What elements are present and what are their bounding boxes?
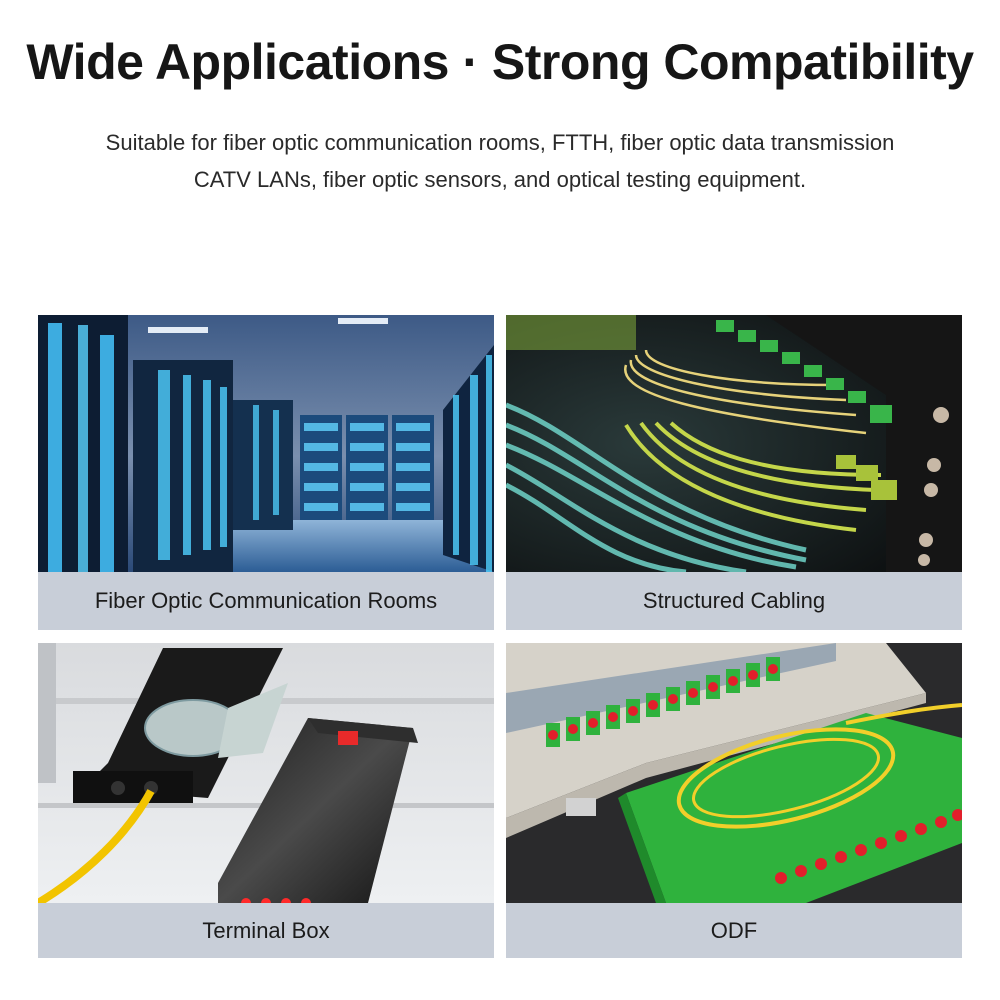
- subtitle-line-1: Suitable for fiber optic communication r…: [105, 130, 895, 155]
- page-title: Wide Applications · Strong Compatibility: [26, 34, 974, 90]
- subtitle-line-2: CATV LANs, fiber optic sensors, and opti…: [193, 167, 807, 192]
- application-caption: Structured Cabling: [506, 572, 962, 630]
- page-subtitle: Suitable for fiber optic communication r…: [0, 124, 1000, 198]
- application-caption: Terminal Box: [38, 903, 494, 958]
- application-card-odf: ODF: [506, 643, 962, 958]
- optical-distribution-frame-image: [506, 643, 962, 903]
- fiber-terminal-box-image: [38, 643, 494, 903]
- application-card-communication-rooms: Fiber Optic Communication Rooms: [38, 315, 494, 630]
- application-card-terminal-box: Terminal Box: [38, 643, 494, 958]
- fiber-patch-cables-image: [506, 315, 962, 572]
- server-room-image: [38, 315, 494, 572]
- application-caption: ODF: [506, 903, 962, 958]
- application-card-structured-cabling: Structured Cabling: [506, 315, 962, 630]
- application-caption: Fiber Optic Communication Rooms: [38, 572, 494, 630]
